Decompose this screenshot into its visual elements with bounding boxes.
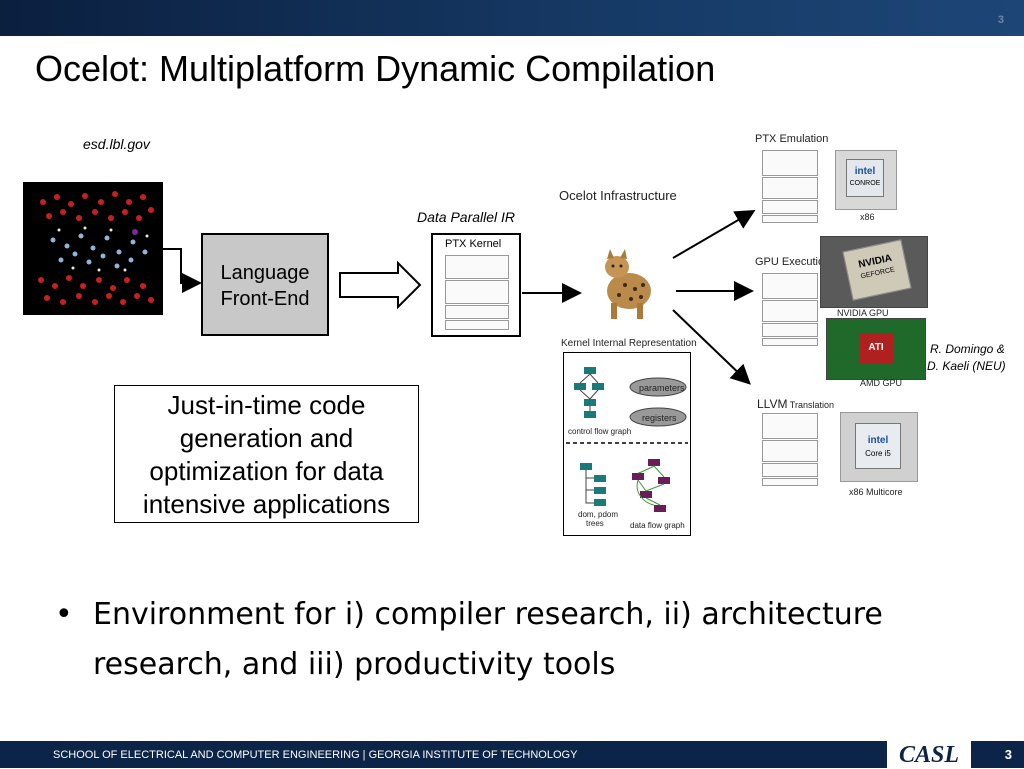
code-block	[445, 280, 509, 304]
code-block	[762, 200, 818, 214]
code-block	[762, 323, 818, 337]
gpu-execution-label: GPU Execution	[755, 256, 831, 268]
language-front-end-box: Language Front-End	[201, 233, 329, 336]
header-page-number: 3	[997, 14, 1004, 26]
front-end-line2: Front-End	[220, 288, 310, 310]
ocelot-to-llvm-arrow	[672, 309, 751, 385]
nvidia-gpu-image: NVIDIA GEFORCE	[820, 236, 928, 308]
kir-dom-line2: trees	[586, 519, 604, 528]
code-block	[445, 255, 509, 279]
code-block	[762, 300, 818, 322]
molecule-image	[23, 182, 163, 315]
code-block	[762, 338, 818, 346]
source-credit: esd.lbl.gov	[83, 136, 150, 152]
bullet-marker: •	[55, 597, 73, 632]
front-end-line1: Language	[220, 262, 310, 284]
chip-core: intel CONROE	[846, 159, 884, 197]
code-block	[445, 305, 509, 319]
kernel-internal-representation-box: parameters registers control flow graph …	[563, 352, 691, 536]
kir-dfg-label: data flow graph	[630, 521, 685, 530]
credit-line2: D. Kaeli (NEU)	[927, 359, 1006, 373]
frontend-to-ir-arrow	[339, 260, 422, 310]
code-block	[762, 478, 818, 486]
x86-multicore-label: x86 Multicore	[849, 487, 903, 497]
gpu-code-listing	[762, 270, 818, 346]
code-block	[762, 150, 818, 176]
ocelot-to-emulation-arrow	[672, 209, 756, 259]
conroe-chip-text: CONROE	[849, 180, 881, 187]
x86-label: x86	[860, 212, 875, 222]
amd-gpu-label: AMD GPU	[860, 378, 903, 388]
nvidia-gpu-label: NVIDIA GPU	[837, 308, 889, 318]
code-block	[762, 273, 818, 299]
code-block	[445, 320, 509, 330]
ocelot-cat-graphic	[605, 249, 651, 319]
intel-chip-text: intel	[854, 166, 876, 177]
header-bar: 3	[0, 0, 1024, 36]
amd-die: ATI	[859, 333, 893, 363]
code-block	[762, 413, 818, 439]
gpu-die: NVIDIA GEFORCE	[842, 239, 912, 301]
jit-line2: generation and	[179, 423, 354, 453]
jit-line4: intensive applications	[142, 489, 391, 519]
code-block	[762, 440, 818, 462]
ptx-kernel-title: PTX Kernel	[445, 238, 502, 250]
code-block	[762, 177, 818, 199]
kir-graphic	[566, 367, 688, 512]
credit-line1: R. Domingo &	[930, 342, 1005, 356]
code-block	[762, 215, 818, 223]
llvm-translation-label: LLVM Translation	[757, 397, 834, 411]
jit-line3: optimization for data	[149, 456, 384, 486]
footer-text: SCHOOL OF ELECTRICAL AND COMPUTER ENGINE…	[53, 749, 578, 761]
slide-title: Ocelot: Multiplatform Dynamic Compilatio…	[35, 48, 716, 89]
multicore-die: intel Core i5	[855, 423, 901, 469]
code-block	[762, 463, 818, 477]
jit-line1: Just-in-time code	[167, 390, 366, 420]
ptx-kernel-box: PTX Kernel	[431, 233, 521, 337]
kir-registers: registers	[642, 413, 677, 423]
emulation-code-listing	[762, 147, 818, 223]
intel-multicore-text: intel	[867, 435, 889, 446]
x86-chip-image: intel CONROE	[835, 150, 897, 210]
kir-title: Kernel Internal Representation	[561, 338, 697, 349]
corei5-chip-text: Core i5	[865, 449, 891, 458]
ocelot-image	[595, 247, 659, 320]
amd-gpu-image: ATI	[826, 318, 926, 380]
footer-bar: SCHOOL OF ELECTRICAL AND COMPUTER ENGINE…	[0, 741, 1024, 768]
kir-dom-line1: dom, pdom	[578, 510, 619, 519]
ir-label: Data Parallel IR	[417, 209, 516, 225]
llvm-code-listing	[762, 410, 818, 486]
kir-cfg-label: control flow graph	[568, 427, 632, 436]
llvm-bold: LLVM	[757, 397, 788, 411]
casl-logo: CASL	[887, 741, 971, 768]
kir-parameters: parameters	[639, 383, 685, 393]
translation-text: Translation	[787, 400, 834, 410]
molecule-to-frontend-connector	[163, 248, 202, 293]
infrastructure-label: Ocelot Infrastructure	[559, 188, 677, 203]
multicore-chip-image: intel Core i5	[840, 412, 918, 482]
ptx-emulation-label: PTX Emulation	[755, 133, 829, 145]
bullet-text: Environment for i) compiler research, ii…	[93, 597, 883, 682]
diagram-arrows	[163, 209, 756, 385]
footer-page-number: 3	[1004, 747, 1012, 762]
jit-callout-box: Just-in-time code generation and optimiz…	[114, 385, 419, 523]
molecule-graphic	[38, 191, 154, 305]
